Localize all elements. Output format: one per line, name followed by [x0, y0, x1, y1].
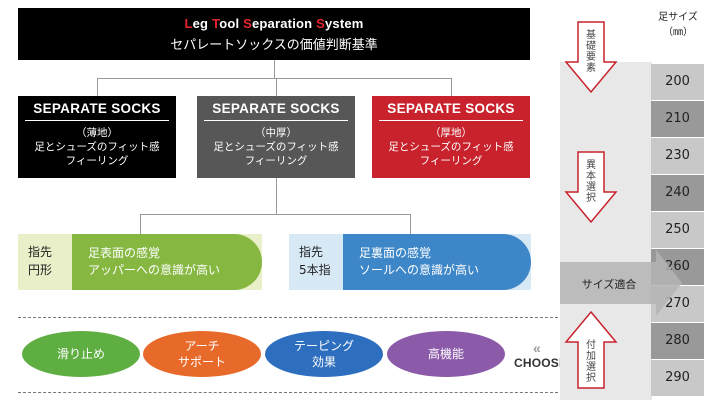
- header-subtitle: セパレートソックスの価値判断基準: [170, 38, 378, 53]
- sock-box-medium: SEPARATE SOCKS （中厚） 足とシューズのフィット感 フィーリング: [197, 96, 355, 178]
- arrow-label: 異本選択: [586, 160, 596, 204]
- sock-thickness: （厚地）: [430, 127, 472, 139]
- sock-thickness: （中厚）: [255, 127, 297, 139]
- feature-arch-support: アーチ サポート: [143, 331, 261, 377]
- up-arrow-icon: [564, 310, 618, 389]
- toe-type-line: 円形: [28, 263, 53, 277]
- title-part: T: [212, 16, 220, 31]
- sock-title: SEPARATE SOCKS: [212, 101, 340, 116]
- sock-desc: 足とシューズのフィット感: [34, 141, 160, 153]
- right-arrow-icon: [560, 250, 682, 316]
- toe-sense-pill: 足表面の感覚 アッパーへの意識が高い: [72, 234, 262, 290]
- connector-line: [140, 214, 410, 215]
- size-cell: 200: [651, 64, 704, 100]
- toe-type-line: 指先: [28, 245, 53, 259]
- connector-line: [276, 78, 277, 96]
- divider: [204, 120, 348, 121]
- dashed-divider: [18, 317, 558, 318]
- size-header-line: 足サイズ: [658, 12, 698, 23]
- sock-box-thick: SEPARATE SOCKS （厚地） 足とシューズのフィット感 フィーリング: [372, 96, 530, 178]
- connector-line: [274, 60, 275, 78]
- title-part: ystem: [324, 16, 364, 31]
- title-part: S: [316, 16, 325, 31]
- size-cell: 290: [651, 360, 704, 396]
- sock-desc: 足とシューズのフィット感: [213, 141, 339, 153]
- size-cell: 230: [651, 138, 704, 174]
- down-arrow-icon: [564, 21, 618, 94]
- title-part: ool: [219, 16, 244, 31]
- header-box: Leg Tool Separation System セパレートソックスの価値判…: [18, 8, 530, 60]
- toe-type-line: 5本指: [299, 263, 331, 277]
- title-part: eg: [192, 16, 212, 31]
- chevron-left-icon: «: [533, 340, 541, 356]
- title-part: eparation: [251, 16, 317, 31]
- size-cell: 210: [651, 101, 704, 137]
- choose-text: CHOOSE!: [514, 356, 572, 370]
- toe-sense-line: ソールへの意識が高い: [359, 263, 480, 277]
- connector-line: [410, 214, 411, 234]
- arrow-label: 付加選択: [586, 340, 596, 384]
- sock-box-thin: SEPARATE SOCKS （薄地） 足とシューズのフィット感 フィーリング: [18, 96, 176, 178]
- feature-high-function: 高機能: [387, 331, 505, 377]
- choose-label: « CHOOSE!: [514, 340, 572, 370]
- connector-line: [140, 214, 141, 234]
- size-fit-label: サイズ適合: [581, 278, 637, 291]
- size-cell: 250: [651, 212, 704, 248]
- sock-desc: フィーリング: [419, 155, 483, 167]
- right-panel: [560, 62, 652, 400]
- toe-type: 指先 円形: [18, 234, 78, 290]
- toe-type: 指先 5本指: [289, 234, 349, 290]
- dashed-divider: [18, 392, 558, 393]
- toe-sense-line: 足裏面の感覚: [359, 246, 432, 260]
- sock-desc: フィーリング: [244, 155, 308, 167]
- sock-thickness: （薄地）: [76, 127, 118, 139]
- sock-desc: 足とシューズのフィット感: [388, 141, 514, 153]
- toe-sense-line: 足表面の感覚: [88, 246, 161, 260]
- size-header: 足サイズ （㎜）: [654, 10, 702, 40]
- toe-group-round: 指先 円形 足表面の感覚 アッパーへの意識が高い: [18, 234, 262, 290]
- connector-line: [97, 78, 451, 79]
- system-title: Leg Tool Separation System: [18, 16, 530, 31]
- divider: [379, 120, 523, 121]
- feature-anti-slip: 滑り止め: [22, 331, 140, 377]
- feature-taping-effect: テーピング 効果: [265, 331, 383, 377]
- divider: [25, 120, 169, 121]
- sock-title: SEPARATE SOCKS: [387, 101, 515, 116]
- connector-line: [97, 78, 98, 96]
- title-part: L: [184, 16, 193, 31]
- toe-type-line: 指先: [299, 245, 324, 259]
- arrow-label: 基礎要素: [586, 30, 596, 74]
- down-arrow-icon: [564, 151, 618, 224]
- connector-line: [276, 178, 277, 214]
- toe-sense-line: アッパーへの意識が高い: [88, 263, 221, 277]
- size-cell: 280: [651, 323, 704, 359]
- size-header-line: （㎜）: [663, 27, 693, 38]
- title-part: S: [243, 16, 252, 31]
- sock-desc: フィーリング: [65, 155, 129, 167]
- connector-line: [451, 78, 452, 96]
- toe-group-five-toe: 指先 5本指 足裏面の感覚 ソールへの意識が高い: [289, 234, 531, 290]
- toe-sense-pill: 足裏面の感覚 ソールへの意識が高い: [343, 234, 531, 290]
- size-cell: 240: [651, 175, 704, 211]
- sock-title: SEPARATE SOCKS: [33, 101, 161, 116]
